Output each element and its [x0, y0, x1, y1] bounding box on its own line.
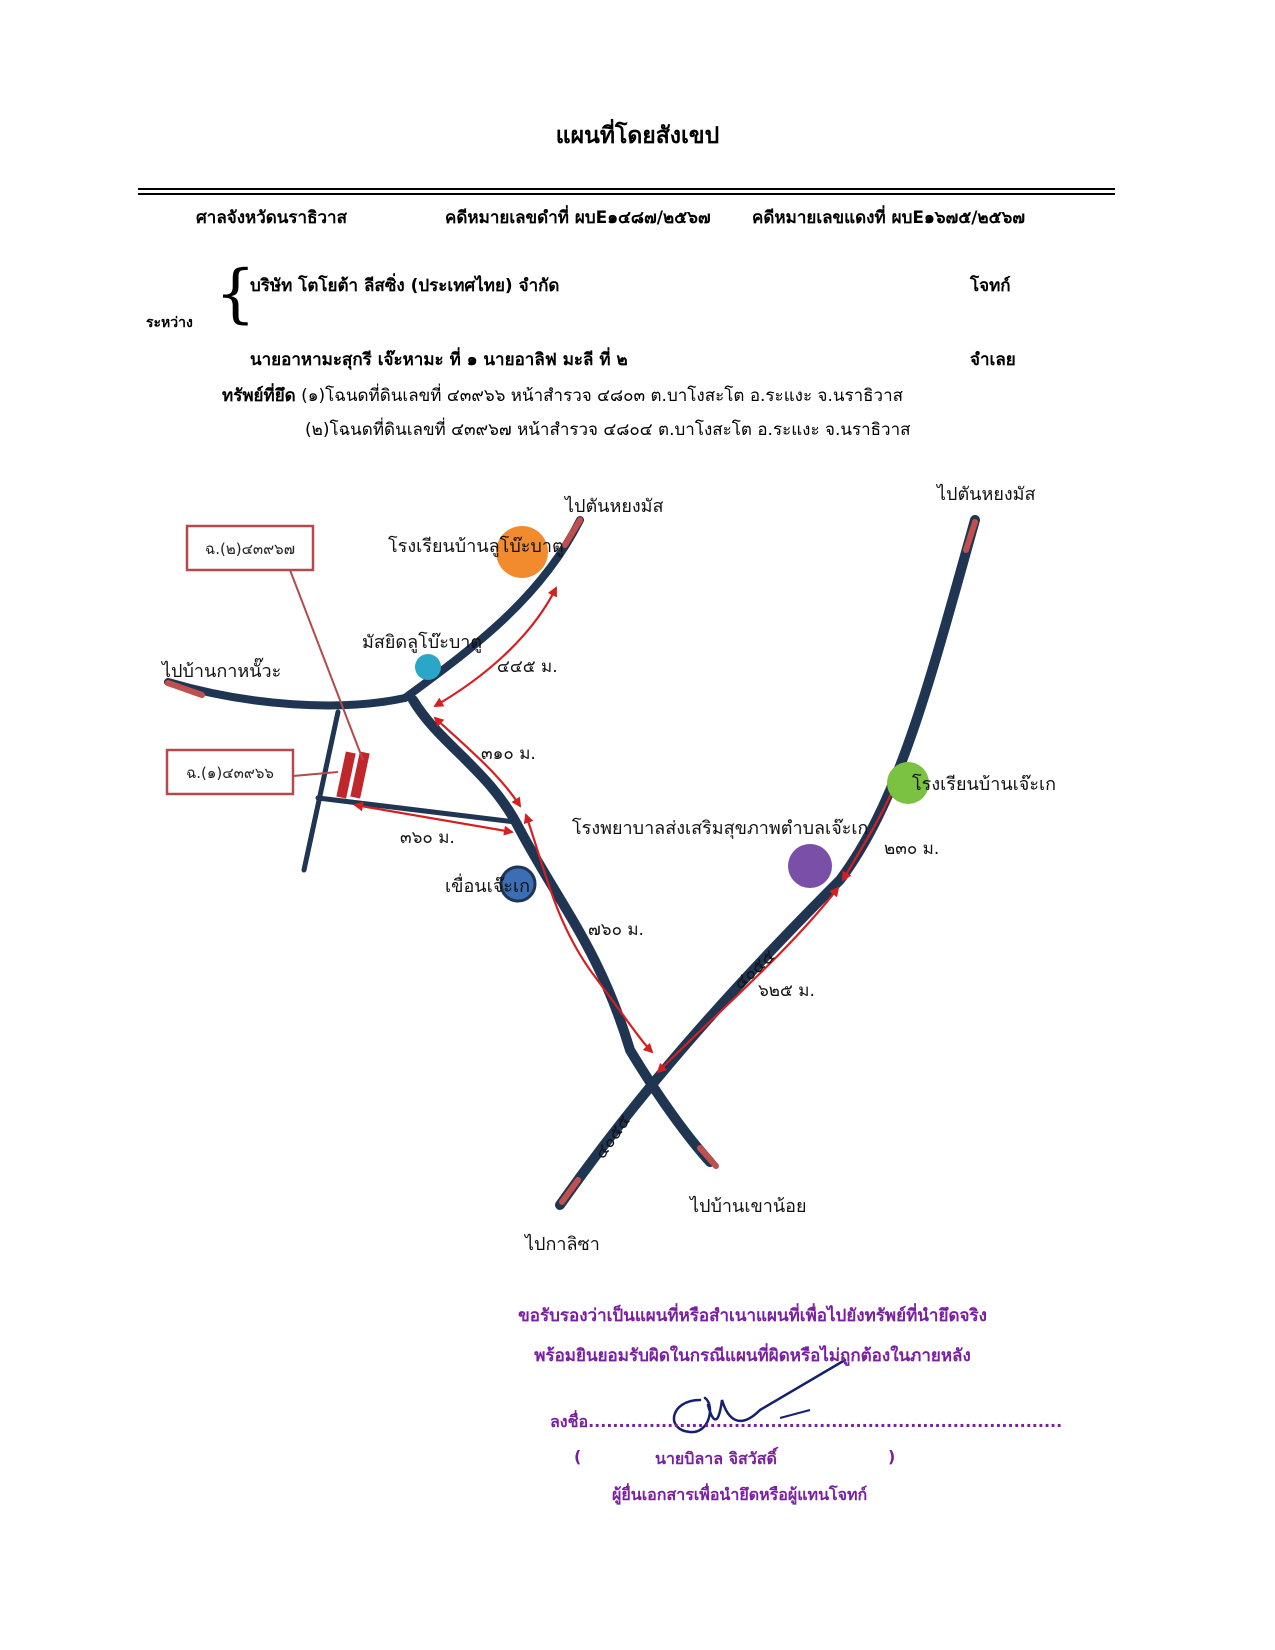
lane-west — [301, 709, 341, 873]
distance-760: ๗๖๐ ม. — [588, 920, 644, 940]
arrow-445 — [433, 586, 557, 708]
dest-ton-yong-mas-1: ไปตันหยงมัส — [563, 495, 664, 517]
header-rule-bottom — [138, 193, 1115, 195]
dest-ka-li-sa: ไปกาลิซา — [523, 1233, 600, 1255]
jeh-ke-dam-marker — [499, 865, 537, 903]
arrow-230 — [842, 783, 897, 882]
end-cap-ban-khao-noi — [697, 1145, 719, 1169]
between-label: ระหว่าง — [146, 315, 193, 331]
arrow-625 — [656, 886, 840, 1074]
property-line-1: ทรัพย์ที่ยึด (๑)โฉนดที่ดินเลขที่ ๔๓๙๖๖ ห… — [222, 382, 903, 409]
parcel-2-label: ฉ.(๒)๔๓๙๖๗ — [205, 540, 295, 558]
plaintiff-role: โจทก์ — [970, 276, 1011, 296]
lane-to-parcels — [315, 795, 518, 825]
dest-ton-yong-mas-2: ไปตันหยงมัส — [935, 483, 1036, 505]
signer-role: ผู้ยื่นเอกสารเพื่อนำยึดหรือผู้แทนโจทก์ — [612, 1485, 868, 1504]
dest-ban-khao-noi: ไปบ้านเขาน้อย — [688, 1195, 807, 1217]
jeh-ke-dam-label: เขื่อนเจ๊ะเก — [445, 873, 530, 897]
parcel-2-leader — [289, 569, 364, 761]
dest-ban-ka-nua: ไปบ้านกาหนั๊วะ — [160, 657, 281, 682]
road-winding-south — [408, 695, 715, 1167]
arrow-760 — [523, 813, 654, 1054]
black-case-number: คดีหมายเลขดำที่ ผบE๑๔๘๗/๒๕๖๗ — [445, 208, 711, 228]
party-brace: { — [215, 257, 256, 331]
defendant-name: นายอาหามะสุกรี เจ๊ะหามะ ที่ ๑ นายอาลิฟ ม… — [250, 350, 628, 370]
plaintiff-name: บริษัท โตโยต้า ลีสซิ่ง (ประเทศไทย) จำกัด — [250, 276, 560, 296]
distance-625: ๖๒๕ ม. — [758, 981, 815, 1001]
health-hospital-label: โรงพยาบาลส่งเสริมสุขภาพตำบลเจ๊ะเก — [572, 817, 868, 839]
parcel-1-leader — [292, 771, 339, 777]
road-number-lower: ๔๐๕๕ — [591, 1111, 636, 1163]
arrow-360 — [353, 801, 514, 836]
end-cap-ka-li-sa — [559, 1177, 581, 1205]
school-luboh-batu-label: โรงเรียนบ้านลูโบ๊ะบาตู — [388, 535, 564, 557]
mosque-luboh-batu-marker — [415, 654, 441, 680]
road-to-ban-ka-nua — [164, 678, 409, 710]
signer-name: นายบิลาล จิสวัสดิ์ — [655, 1449, 777, 1468]
sign-dots: ........................................… — [588, 1412, 1063, 1431]
sign-label: ลงชื่อ — [550, 1412, 589, 1431]
distance-310: ๓๑๐ ม. — [481, 744, 536, 764]
school-jeh-ke-label: โรงเรียนบ้านเจ๊ะเก — [912, 773, 1056, 795]
arrow-310 — [433, 716, 522, 808]
certification-line-1: ขอรับรองว่าเป็นแผนที่หรือสำเนาแผนที่เพื่… — [518, 1306, 987, 1326]
court-name: ศาลจังหวัดนราธิวาส — [196, 208, 347, 228]
school-luboh-batu-marker — [496, 526, 548, 578]
property-label: ทรัพย์ที่ยึด — [222, 386, 296, 406]
distance-445: ๔๔๕ ม. — [497, 657, 558, 677]
close-paren: ) — [888, 1447, 896, 1466]
open-paren: ( — [574, 1447, 582, 1466]
red-case-number: คดีหมายเลขแดงที่ ผบE๑๖๗๕/๒๕๖๗ — [752, 208, 1026, 228]
parcel-1-box — [165, 748, 295, 796]
certification-line-2: พร้อมยินยอมรับผิดในกรณีแผนที่ผิดหรือไม่ถ… — [534, 1346, 971, 1366]
sign-line: ลงชื่อ..................................… — [550, 1410, 1062, 1435]
signature-tail — [779, 1409, 811, 1419]
parcel-1-label: ฉ.(๑)๔๓๙๖๖ — [186, 764, 274, 782]
defendant-role: จำเลย — [970, 350, 1016, 370]
road-4055 — [555, 515, 980, 1210]
parcels-icon — [336, 751, 370, 799]
distance-360: ๓๖๐ ม. — [400, 828, 455, 848]
page-title: แผนที่โดยสังเขป — [555, 123, 720, 149]
school-jeh-ke-marker — [887, 762, 929, 804]
health-hospital-marker — [788, 844, 832, 888]
end-cap-ban-ka-nua — [165, 680, 205, 698]
mosque-luboh-batu-label: มัสยิดลูโบ๊ะบาตู — [362, 631, 482, 653]
signature-mark — [672, 1358, 847, 1434]
header-rule-top — [138, 188, 1115, 190]
end-cap-ton-yong-mas-2 — [963, 519, 978, 553]
property-1: (๑)โฉนดที่ดินเลขที่ ๔๓๙๖๖ หน้าสำรวจ ๔๘๐๓… — [301, 386, 903, 406]
parcel-2-box — [185, 524, 315, 572]
end-cap-ton-yong-mas-1 — [562, 517, 583, 548]
distance-230: ๒๓๐ ม. — [884, 839, 939, 859]
property-2: (๒)โฉนดที่ดินเลขที่ ๔๓๙๖๗ หน้าสำรวจ ๔๘๐๔… — [305, 420, 911, 440]
